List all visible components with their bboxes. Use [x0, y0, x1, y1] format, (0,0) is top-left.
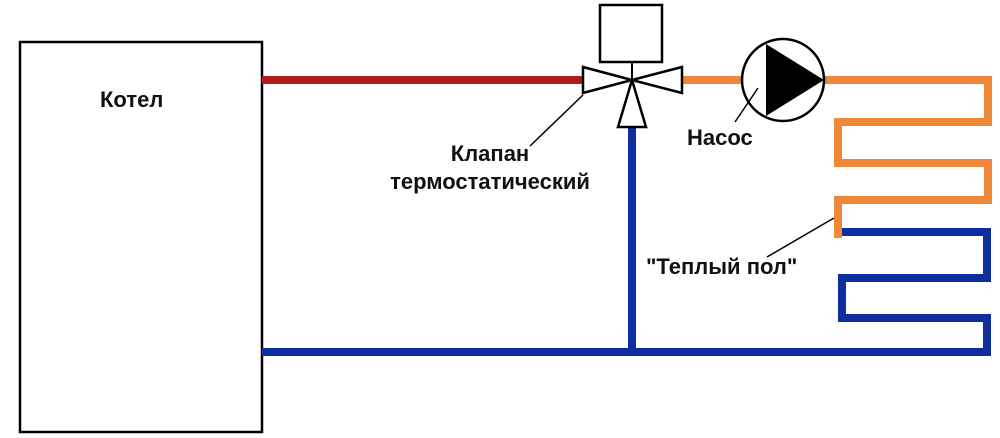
pump-label: Насос — [687, 125, 753, 150]
valve-label-line1: Клапан — [450, 141, 530, 166]
actuator-box — [598, 3, 664, 64]
boiler-rect — [18, 40, 264, 434]
floor-label: "Теплый пол" — [646, 254, 798, 279]
valve-label: Клапан термостатический — [360, 140, 620, 196]
pump-leader — [734, 87, 759, 123]
floor-leader — [766, 217, 835, 258]
three-way-valve-icon — [581, 3, 684, 129]
valve-leader — [529, 94, 584, 147]
boiler-label: Котел — [100, 87, 164, 112]
return-pipe — [262, 228, 991, 356]
floor-loop-warm — [822, 76, 992, 238]
pump-icon — [740, 37, 826, 123]
valve-label-line2: термостатический — [390, 169, 590, 194]
